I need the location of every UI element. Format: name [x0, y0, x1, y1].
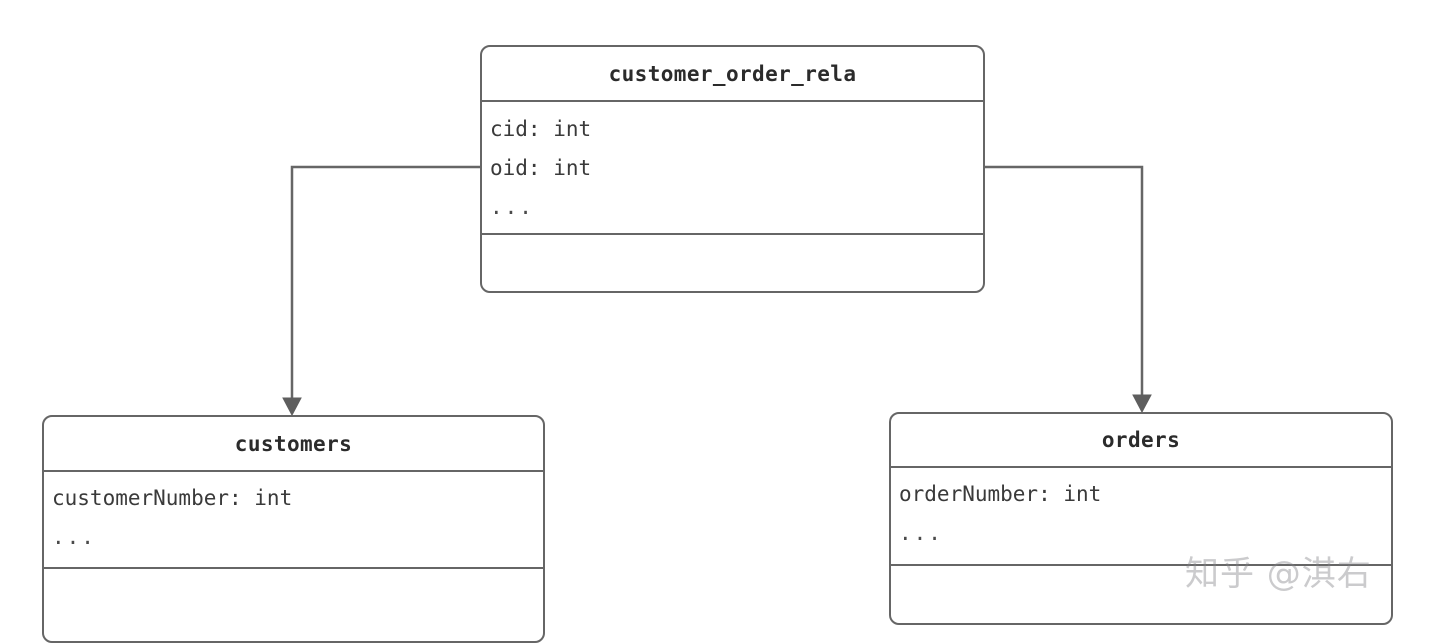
uml-attribute-ellipsis: ... — [899, 521, 943, 545]
uml-attribute: cid: int — [490, 117, 592, 141]
uml-attributes-compartment: customerNumber: int ... — [44, 472, 543, 569]
uml-class-customers[interactable]: customers customerNumber: int ... — [42, 415, 545, 643]
uml-attribute: customerNumber: int — [52, 486, 293, 510]
uml-class-customer-order-rela[interactable]: customer_order_rela cid: int oid: int ..… — [480, 45, 985, 293]
arrowhead-icon — [1132, 394, 1152, 414]
uml-title-row: customer_order_rela — [482, 47, 983, 102]
uml-class-orders[interactable]: orders orderNumber: int ... — [889, 412, 1393, 625]
uml-attributes-compartment: cid: int oid: int ... — [482, 102, 983, 235]
uml-attribute-ellipsis: ... — [490, 195, 534, 219]
watermark: 知乎 @淇右 — [1185, 554, 1372, 594]
arrowhead-icon — [282, 397, 302, 417]
uml-methods-compartment — [482, 235, 983, 291]
uml-class-title: orders — [1101, 428, 1181, 452]
uml-attribute-ellipsis: ... — [52, 525, 96, 549]
uml-attribute: orderNumber: int — [899, 482, 1102, 506]
connector-rela-to-orders — [985, 165, 1152, 414]
connector-line — [290, 165, 480, 398]
uml-methods-compartment — [44, 569, 543, 641]
connector-line — [985, 165, 1144, 395]
uml-title-row: customers — [44, 417, 543, 472]
uml-attribute: oid: int — [490, 156, 592, 180]
uml-attributes-compartment: orderNumber: int ... — [891, 468, 1391, 566]
uml-title-row: orders — [891, 414, 1391, 468]
connector-rela-to-customers — [282, 165, 480, 417]
uml-class-title: customer_order_rela — [608, 61, 857, 86]
uml-class-title: customers — [234, 431, 353, 456]
